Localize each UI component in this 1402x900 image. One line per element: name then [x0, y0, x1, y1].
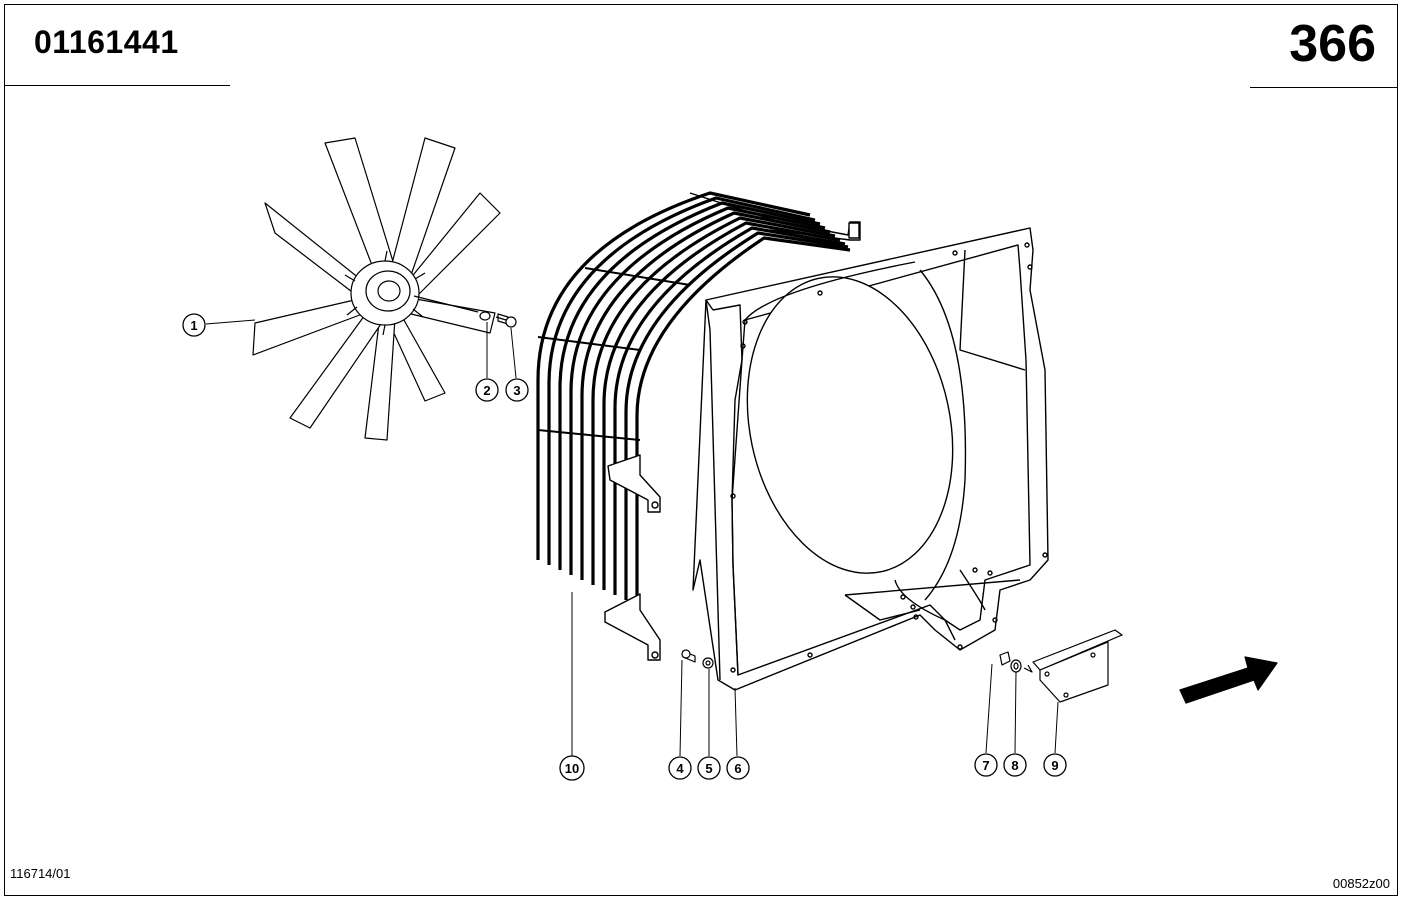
- svg-text:8: 8: [1011, 758, 1018, 773]
- callout-6: 6: [726, 756, 750, 780]
- svg-text:7: 7: [982, 758, 989, 773]
- header-rule-left: [4, 85, 230, 86]
- svg-text:2: 2: [483, 383, 490, 398]
- svg-text:1: 1: [190, 318, 197, 333]
- svg-text:5: 5: [705, 761, 712, 776]
- callout-10: 10: [559, 755, 585, 781]
- fan-guard-grille: [536, 191, 851, 604]
- nut-washer-bracket-7-8-9: [999, 629, 1123, 703]
- callout-9: 9: [1043, 753, 1067, 777]
- fan-shroud: [692, 227, 1049, 691]
- callout-4: 4: [668, 756, 692, 780]
- footer-left-code: 116714/01: [10, 866, 71, 881]
- callout-2: 2: [475, 378, 499, 402]
- part-number: 01161441: [34, 24, 179, 60]
- grille-bracket: [537, 192, 861, 661]
- callout-leaders: [205, 319, 1059, 757]
- svg-text:10: 10: [565, 761, 579, 776]
- bolt-washer-4-5: [681, 649, 714, 669]
- page-number: 366: [1289, 15, 1376, 73]
- callout-7: 7: [974, 753, 998, 777]
- direction-arrow-icon: [1179, 656, 1278, 704]
- page-frame: [4, 4, 1398, 896]
- callout-3: 3: [505, 378, 529, 402]
- callout-5: 5: [697, 756, 721, 780]
- callout-1: 1: [182, 313, 206, 337]
- svg-text:9: 9: [1051, 758, 1058, 773]
- svg-text:3: 3: [513, 383, 520, 398]
- callout-8: 8: [1003, 753, 1027, 777]
- svg-text:4: 4: [676, 761, 684, 776]
- fan-assembly: [252, 137, 517, 441]
- header-rule-right: [1250, 87, 1398, 88]
- footer-right-code: 00852z00: [1332, 876, 1390, 891]
- svg-text:6: 6: [734, 761, 741, 776]
